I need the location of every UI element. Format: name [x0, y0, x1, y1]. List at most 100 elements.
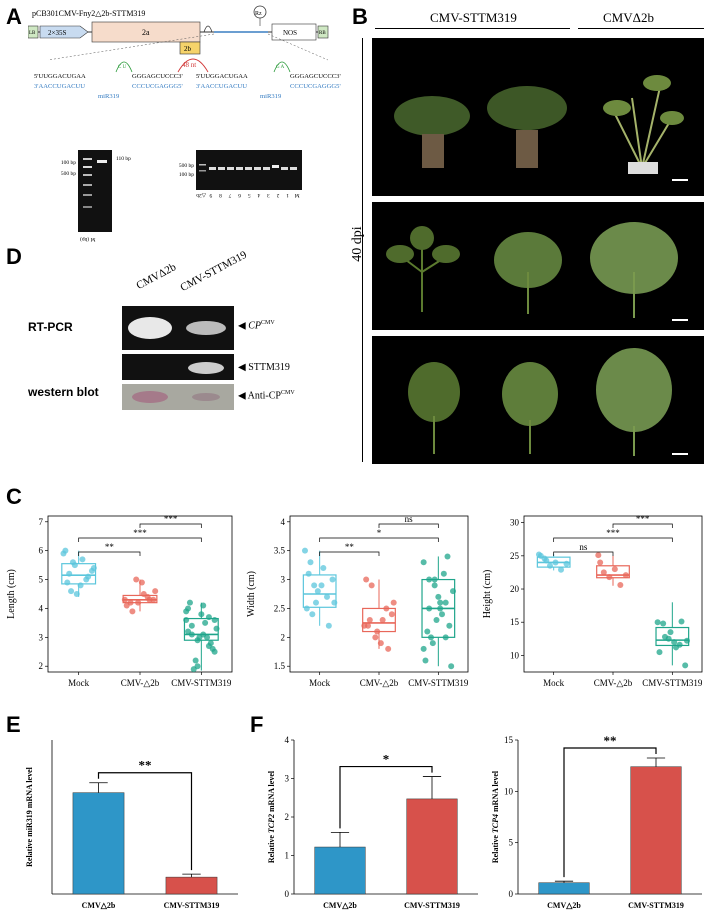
data-point	[200, 602, 207, 609]
y-axis-label: Relative TCP2 mRNA level	[267, 770, 276, 863]
gel2-lane: 8	[219, 192, 222, 198]
loop-48nt	[177, 58, 209, 73]
data-point	[437, 599, 444, 606]
sig-bracket	[339, 765, 433, 829]
y-tick-label: 3	[39, 632, 44, 642]
data-point	[426, 605, 433, 612]
data-point	[68, 588, 75, 595]
data-point	[374, 628, 381, 635]
blot-mark-anticp: ◀ Anti-CPCMV	[238, 390, 295, 402]
y-tick-label: 5	[39, 575, 44, 585]
data-point	[435, 593, 442, 600]
sig-bracket	[553, 551, 614, 556]
region-2a-label: 2a	[142, 28, 150, 37]
sig-bracket	[319, 537, 439, 542]
data-point	[671, 639, 678, 646]
y-axis-label: Relative TCP4 mRNA level	[491, 770, 500, 863]
y-tick-label: 3.5	[274, 546, 286, 556]
data-point	[329, 576, 336, 583]
x-tick-label: Mock	[309, 678, 330, 688]
bar	[406, 798, 458, 895]
data-point	[186, 599, 193, 606]
promoter-arrow	[39, 25, 89, 39]
sig-label: *	[377, 528, 382, 538]
region-2b	[179, 41, 201, 55]
seq-left-bot: 3'AACCUGACUU	[34, 83, 85, 90]
gel2-labels: 500 bp 100 bp	[162, 162, 194, 180]
blot-rtpcr	[122, 306, 234, 350]
data-point	[194, 663, 201, 670]
x-tick-label: CMV-STTM319	[642, 678, 703, 688]
data-point	[442, 634, 449, 641]
dpi-label: 40 dpi	[350, 226, 365, 262]
y-tick-label: 6	[39, 546, 44, 556]
y-tick-label: 30	[510, 518, 520, 528]
data-point	[431, 576, 438, 583]
x-tick-label: CMV-STTM319	[171, 678, 232, 688]
y-axis-label: Length (cm)	[6, 569, 17, 619]
data-point	[617, 582, 624, 589]
bulge-left	[115, 61, 133, 73]
data-point	[213, 625, 220, 632]
data-point	[129, 608, 136, 615]
mir319-left: miR319	[98, 93, 120, 100]
data-point	[383, 605, 390, 612]
data-point	[440, 570, 447, 577]
panel-label-f: F	[250, 712, 264, 737]
data-point	[429, 640, 436, 647]
sig-bracket	[78, 537, 202, 542]
data-point	[312, 599, 319, 606]
data-point	[444, 553, 451, 560]
promoter-label: 2×35S	[48, 29, 66, 37]
data-point	[66, 570, 73, 577]
blot-western	[122, 384, 234, 410]
seq-right-mid: GGGAGCUCCC3'	[290, 73, 341, 80]
data-point	[450, 588, 457, 595]
gel2-label-500: 500 bp	[178, 163, 194, 169]
x-tick-label: CMV-STTM319	[164, 901, 220, 910]
panel-label-d: D	[6, 244, 22, 269]
data-point	[390, 599, 397, 606]
data-point	[424, 628, 431, 635]
bar	[314, 846, 366, 895]
data-point	[558, 566, 565, 573]
sig-label: *	[383, 752, 390, 767]
rz-label: Rz	[255, 11, 262, 17]
gel-image-2	[196, 150, 302, 190]
blot-col-2: CMV-STTM319	[178, 248, 249, 294]
gel1-right-label: 110 bp	[116, 156, 131, 162]
sig-label: ***	[636, 514, 650, 524]
seq-left-mid: GGGAGCUCCC3'	[132, 73, 183, 80]
plant-photo-whole	[372, 38, 704, 196]
box	[655, 626, 690, 647]
panel-label-b: B	[352, 4, 368, 29]
blot-mark-cp-text: CP	[248, 320, 261, 332]
data-point	[90, 565, 97, 571]
y-tick-label: 2.5	[274, 603, 286, 613]
data-point	[426, 576, 433, 583]
mir319-right: miR319	[260, 93, 282, 100]
data-point	[422, 657, 429, 664]
data-point	[446, 622, 453, 629]
data-point	[427, 634, 434, 641]
data-point	[431, 582, 438, 589]
blot-mark-cp: ◀ CPCMV	[238, 320, 275, 332]
data-point	[303, 605, 310, 612]
group-line-2	[578, 28, 704, 29]
bar	[165, 876, 218, 895]
sig-label: ***	[133, 528, 147, 538]
data-point	[364, 622, 371, 629]
data-point	[678, 618, 685, 625]
sig-label: **	[345, 542, 355, 552]
gel1-marker: M (bp)	[80, 236, 96, 242]
bulge-right-label: G A	[276, 65, 285, 70]
bar	[538, 882, 590, 895]
blot-col-1: CMVΔ2b	[134, 261, 179, 292]
x-tick-label: CMV-STTM319	[408, 678, 469, 688]
sig-label: ***	[606, 528, 620, 538]
data-point	[301, 547, 308, 554]
data-point	[188, 622, 195, 629]
gel2-lane: 7	[228, 192, 232, 198]
data-point	[307, 559, 314, 566]
